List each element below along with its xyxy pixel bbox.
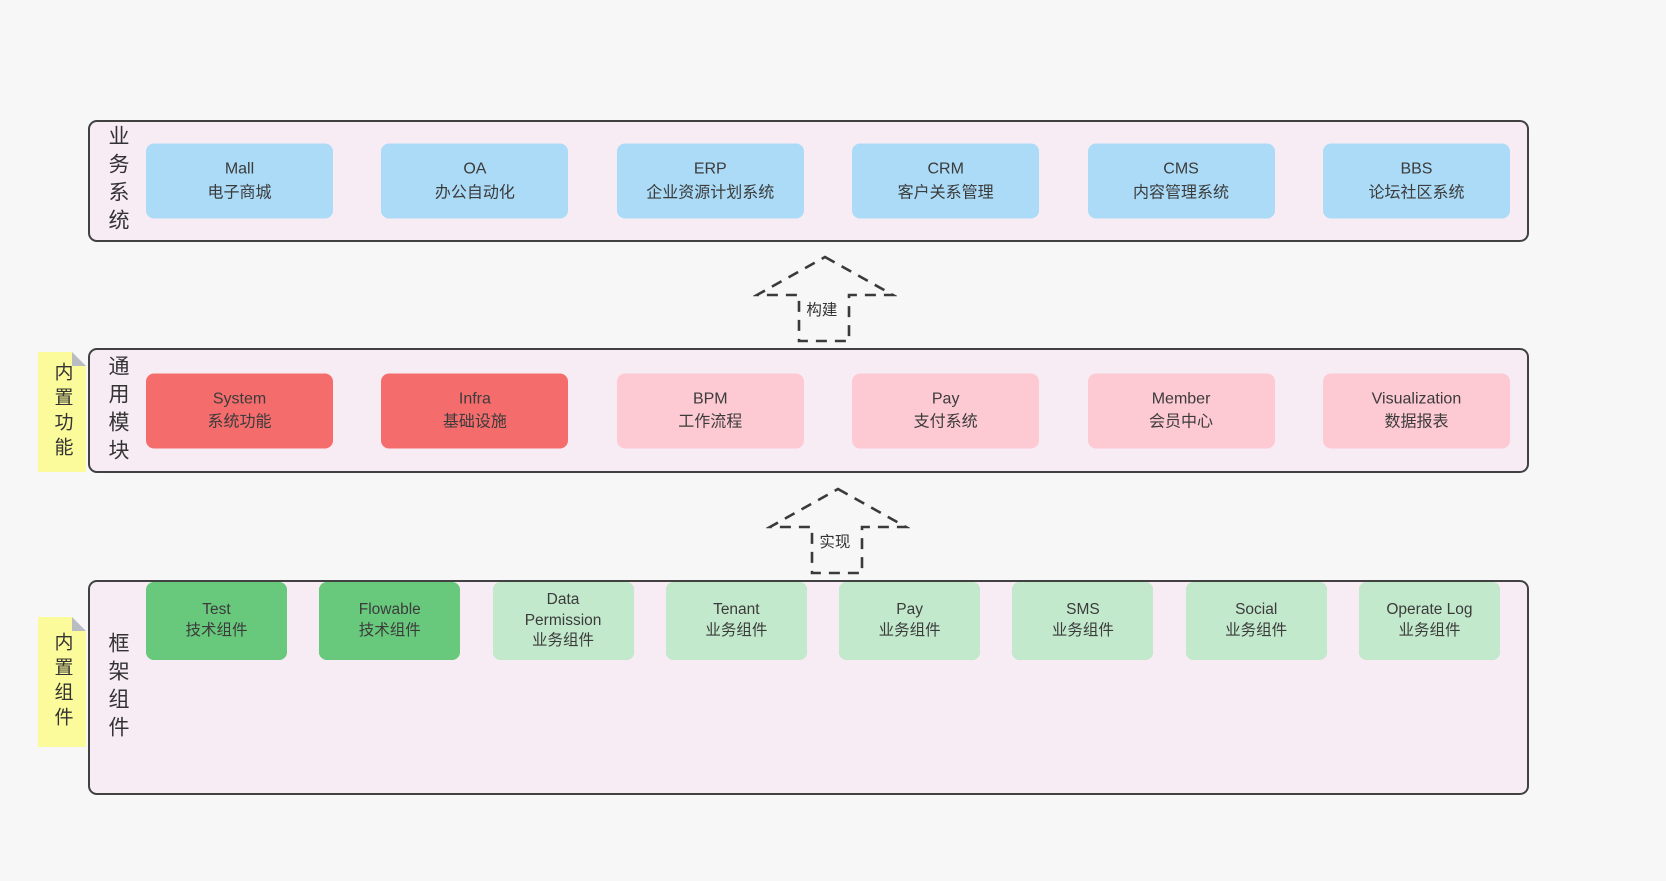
box-subtitle-zh: 企业资源计划系统 (646, 184, 775, 201)
box-subtitle-zh: 技术组件 (358, 622, 421, 639)
common-modules-boxes-row: System 系统功能 Infra 基础设施 BPM 工作流程 Pay 支付系统 Member 会… (146, 373, 1510, 448)
box-member: Member 会员中心 (1087, 373, 1275, 448)
box-title-en: Pay (931, 390, 960, 408)
box-subtitle-zh: 支付系统 (913, 413, 978, 431)
box-subtitle-zh: 基础设施 (442, 413, 507, 431)
box-subtitle-zh: 客户关系管理 (897, 184, 994, 201)
box-bpm: BPM 工作流程 (616, 373, 804, 448)
box-subtitle-zh: 会员中心 (1149, 413, 1214, 431)
box-cms: CMS 内容管理系统 (1087, 143, 1275, 219)
box-title-en: BPM (692, 390, 728, 408)
box-operate-log: Operate Log 业务组件 (1358, 582, 1500, 660)
note-folded-corner-icon (72, 352, 86, 366)
box-oa: OA 办公自动化 (381, 143, 569, 219)
sticky-note-built-in-features: 内置功能 (38, 352, 86, 472)
box-title-en: CMS (1163, 160, 1199, 178)
build-arrow: 构建 (753, 255, 897, 343)
box-subtitle-zh: 工作流程 (678, 413, 743, 431)
box-social: Social 业务组件 (1185, 582, 1327, 660)
box-pay: Pay 支付系统 (852, 373, 1040, 448)
layer-label-business-systems: 业务系统 (106, 125, 129, 237)
box-title-en: Visualization (1371, 390, 1462, 408)
box-subtitle-zh: 业务组件 (705, 622, 768, 639)
layer-framework-components: 框架组件 Web技术组件Security技术组件MyBatis技术组件Redis… (88, 580, 1529, 795)
box-subtitle-zh: 数据报表 (1384, 413, 1449, 431)
box-mall: Mall 电子商城 (146, 143, 333, 219)
box-subtitle-zh: 电子商城 (207, 184, 272, 201)
box-infra: Infra 基础设施 (381, 373, 569, 448)
box-title-en: SMS (1066, 601, 1100, 619)
box-title-en: Member (1151, 390, 1211, 408)
box-flowable: Flowable 技术组件 (319, 582, 461, 660)
business-systems-boxes-row: Mall 电子商城 OA 办公自动化 ERP 企业资源计划系统 CRM 客户关系管理 CMS 内容… (146, 143, 1510, 219)
layer-label-common-modules: 通用模块 (106, 354, 129, 467)
implement-arrow: 实现 (766, 487, 910, 575)
implement-arrow-label: 实现 (815, 529, 855, 555)
box-title-en: Test (202, 601, 231, 619)
box-title-en: Tenant (713, 601, 760, 619)
note-folded-corner-icon (72, 617, 86, 631)
box-title-en: ERP (693, 160, 727, 178)
box-pay: Pay 业务组件 (839, 582, 981, 660)
box-subtitle-zh: 系统功能 (207, 413, 272, 431)
dashed-up-arrow-icon (766, 487, 910, 575)
box-title-en: OA (463, 160, 487, 178)
box-subtitle-zh: 办公自动化 (434, 184, 515, 201)
sticky-note-text: 内置功能 (51, 362, 73, 462)
box-subtitle-zh: 业务组件 (878, 622, 941, 639)
box-title-en: Infra (458, 390, 491, 408)
box-erp: ERP 企业资源计划系统 (616, 143, 804, 219)
layer-business-systems: 业务系统 Mall 电子商城 OA 办公自动化 ERP 企业资源计划系统 CRM 客户关系管理… (88, 120, 1529, 242)
box-title-en: Mall (224, 160, 255, 178)
box-title-en: CRM (927, 160, 964, 178)
dashed-up-arrow-icon (753, 255, 897, 343)
box-subtitle-zh: 技术组件 (185, 622, 248, 639)
box-title-en: Flowable (358, 601, 421, 619)
box-crm: CRM 客户关系管理 (852, 143, 1040, 219)
box-title-en: System (212, 390, 267, 408)
layer-common-modules: 通用模块 System 系统功能 Infra 基础设施 BPM 工作流程 Pay 支付系统 Me… (88, 348, 1529, 473)
box-subtitle-zh: 业务组件 (1051, 622, 1114, 639)
box-system: System 系统功能 (146, 373, 333, 448)
box-bbs: BBS 论坛社区系统 (1322, 143, 1510, 219)
layer-label-framework-components: 框架组件 (106, 631, 129, 744)
box-subtitle-zh: 业务组件 (1398, 622, 1461, 639)
box-title-en: Social (1235, 601, 1278, 619)
box-data-permission: Data Permission 业务组件 (492, 582, 634, 660)
box-title-en: BBS (1400, 160, 1433, 178)
box-subtitle-zh: 论坛社区系统 (1368, 184, 1465, 201)
box-title-en: Operate Log (1386, 601, 1473, 619)
box-test: Test 技术组件 (146, 582, 287, 660)
box-title-en: Data Permission (524, 590, 602, 629)
build-arrow-label: 构建 (802, 297, 842, 323)
sticky-note-text: 内置组件 (51, 632, 73, 732)
box-subtitle-zh: 业务组件 (1225, 622, 1288, 639)
box-tenant: Tenant 业务组件 (665, 582, 807, 660)
box-subtitle-zh: 内容管理系统 (1133, 184, 1230, 201)
box-title-en: Pay (896, 601, 923, 619)
box-sms: SMS 业务组件 (1012, 582, 1154, 660)
sticky-note-built-in-components: 内置组件 (38, 617, 86, 747)
box-visualization: Visualization 数据报表 (1322, 373, 1510, 448)
box-subtitle-zh: 业务组件 (532, 632, 595, 650)
